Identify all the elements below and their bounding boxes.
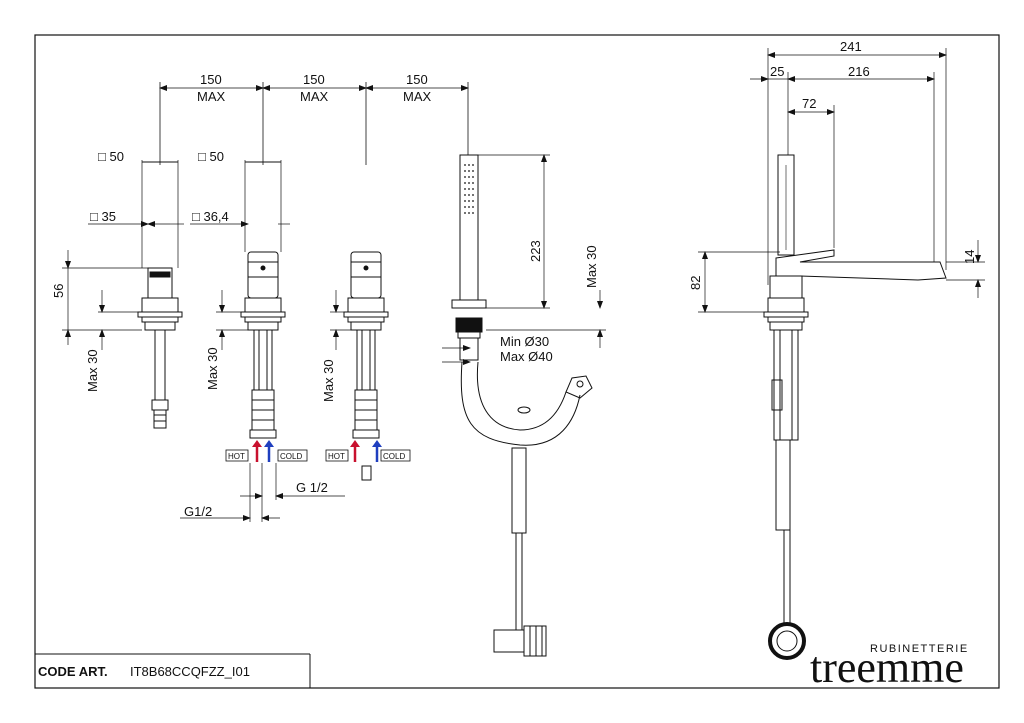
hole-min-diameter: Min Ø30 — [500, 334, 549, 349]
hot-tag-1: HOT — [228, 452, 245, 461]
spacing-dimensions — [159, 82, 469, 165]
cold-arrow-1 — [264, 440, 274, 462]
spacing-3-note: MAX — [403, 89, 432, 104]
cold-arrow-2 — [372, 440, 382, 462]
side-total-241: 241 — [840, 39, 862, 54]
drawing-frame — [34, 34, 1000, 689]
shower-height-223: 223 — [528, 240, 543, 262]
cold-tag-1-frame — [277, 449, 308, 462]
cold-tag-1: COLD — [280, 452, 302, 461]
spacing-3-value: 150 — [406, 72, 428, 87]
spacing-1-value: 150 — [200, 72, 222, 87]
spacing-2-note: MAX — [300, 89, 329, 104]
hot-tag-2-frame — [325, 449, 349, 462]
diverter-square-50: □ 50 — [98, 149, 124, 164]
side-dim-14: 14 — [962, 250, 977, 264]
side-dim-72: 72 — [802, 96, 816, 111]
cold-valve-max-30: Max 30 — [321, 359, 336, 402]
shower-spray-holes — [464, 164, 474, 214]
side-dim-82: 82 — [688, 276, 703, 290]
diverter-square-35: □ 35 — [90, 209, 116, 224]
cold-tag-2-frame — [380, 449, 411, 462]
diverter-height-56: 56 — [51, 284, 66, 298]
spacing-1-note: MAX — [197, 89, 226, 104]
hot-valve-square-36-4: □ 36,4 — [192, 209, 229, 224]
code-value: IT8B68CCQFZZ_I01 — [130, 664, 250, 679]
hot-arrow-1 — [252, 440, 262, 462]
diverter-unit — [62, 160, 184, 429]
thread-g-half-b: G1/2 — [184, 504, 212, 519]
hot-tag-2: HOT — [328, 452, 345, 461]
code-label: CODE ART. — [38, 664, 108, 679]
hot-valve-max-30: Max 30 — [205, 347, 220, 390]
side-dim-25: 25 — [770, 64, 784, 79]
brand-subtitle: RUBINETTERIE — [870, 643, 969, 655]
hot-valve-unit — [180, 160, 345, 522]
brand-logo: RUBINETTERIE treemme — [810, 643, 969, 692]
cold-valve-unit — [330, 251, 389, 481]
brand-name: treemme — [810, 643, 964, 692]
shower-max-30: Max 30 — [584, 245, 599, 288]
hole-max-diameter: Max Ø40 — [500, 349, 553, 364]
hand-shower-unit — [442, 154, 606, 657]
thread-g-half-a: G 1/2 — [296, 480, 328, 495]
side-view — [698, 48, 985, 660]
cold-tag-2: COLD — [383, 452, 405, 461]
hot-tag-1-frame — [225, 449, 249, 462]
diverter-max-30: Max 30 — [85, 349, 100, 392]
side-dim-216: 216 — [848, 64, 870, 79]
title-block: CODE ART. IT8B68CCQFZZ_I01 — [35, 653, 311, 688]
hot-valve-square-50: □ 50 — [198, 149, 224, 164]
spacing-2-value: 150 — [303, 72, 325, 87]
hot-arrow-2 — [350, 440, 360, 462]
